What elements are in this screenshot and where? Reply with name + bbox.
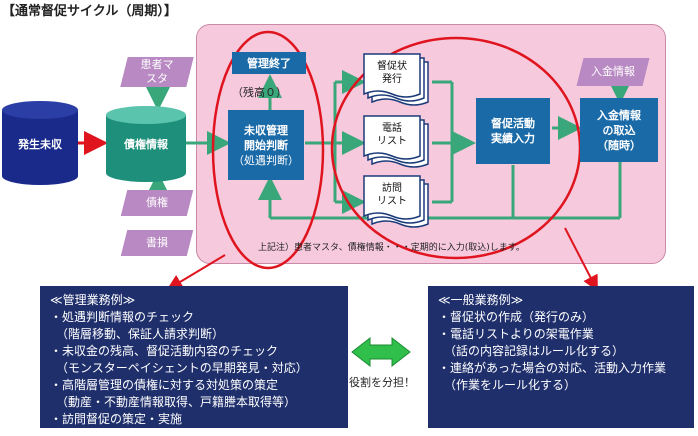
doc-stack-homon-shape [363, 175, 429, 228]
saiken-cylinder-shape [106, 106, 186, 182]
tokusoku-katsudo-node: 督促活動実績入力 [476, 98, 550, 164]
kanri-line: （動産・不動産情報取得、戸籍謄本取得等） [50, 395, 297, 409]
saiken-input: 債権 [120, 190, 194, 216]
kanri-line: （モンスターペイシェントの早期発見・対応） [50, 361, 308, 375]
kanri-line: ・未収金の残高、督促活動内容のチェック [50, 344, 279, 358]
saiken-joho-node: 債権情報 [124, 137, 168, 151]
ippan-line: ・督促状の作成（発行のみ） [438, 310, 595, 324]
homon-list-doc: 訪問リスト [377, 183, 407, 207]
ippan-line: ・連絡があった場合の対応、活動入力作業 [438, 361, 667, 375]
hassei-cylinder-shape [2, 101, 78, 185]
kanri-gyomu-box: ≪管理業務例≫ ・処遇判断情報のチェック （階層移動、保証人請求判断） ・未収金… [40, 286, 348, 428]
highlight-ellipse-kanri [211, 30, 325, 270]
doc-stack-denwa-shape [363, 115, 429, 168]
denwa-list-doc: 電話リスト [377, 123, 407, 147]
diagram-title: 【通常督促サイクル（周期）】 [2, 4, 177, 19]
hassei-mishu-node: 発生未収 [18, 137, 62, 151]
ippan-line: （作業をルール化する） [438, 378, 577, 392]
ippan-gyomu-box: ≪一般業務例≫ ・督促状の作成（発行のみ） ・電話リストよりの架電作業 （話の内… [428, 286, 694, 428]
kanri-line: ・高階層管理の債権に対する対処策の策定 [50, 378, 279, 392]
kanri-box-header: ≪管理業務例≫ [50, 293, 136, 307]
kanri-line: ・処遇判断情報のチェック [50, 310, 195, 324]
mishu-kanri-node: 未収管理 開始判断 （処遇判断） [228, 110, 304, 180]
kanri-line: ・訪問督促の策定・実施 [50, 412, 183, 426]
ippan-box-header: ≪一般業務例≫ [438, 293, 524, 307]
ippan-line: ・電話リストよりの架電作業 [438, 327, 594, 341]
tokusoku-jo-doc: 督促状発行 [377, 61, 407, 85]
role-double-arrow-icon [351, 336, 411, 368]
role-share-label: 役割を分担！ [349, 376, 415, 389]
shoson-input: 書損 [120, 230, 194, 256]
doc-stack-tokusoku-shape [363, 53, 429, 106]
ippan-line: （話の内容記録はルール化する） [438, 344, 625, 358]
pointer-to-kanri-box [166, 254, 226, 291]
zandaka-zero-label: （残高０） [232, 86, 287, 99]
kanri-shuryo-node: 管理終了 [232, 52, 306, 74]
pointer-to-ippan-box [564, 227, 598, 292]
nyukin-joho-input: 入金情報 [576, 58, 650, 86]
panel-note: 上記注）患者マスタ、債権情報・・・定期的に入力(取込)します。 [258, 243, 525, 253]
kanja-master-input: 患者マスタ [120, 57, 194, 87]
kanri-line: （階層移動、保証人請求判断） [50, 327, 225, 341]
nyukin-torikomi-node: 入金情報の取込（随時） [580, 98, 658, 162]
